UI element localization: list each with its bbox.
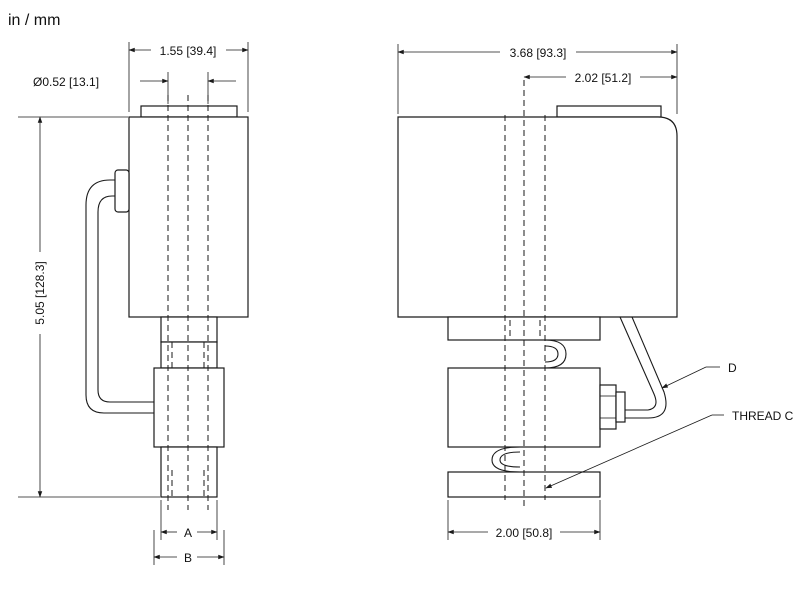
dim-offset-label: 2.02 [51.2]: [575, 71, 632, 85]
callout-d-label: D: [728, 361, 737, 375]
dim-width-label: 1.55 [39.4]: [160, 44, 217, 58]
front-conduit-inner: [97, 195, 154, 403]
front-conduit-outer: [85, 179, 154, 414]
front-stem-lower: [160, 341, 218, 369]
side-top-cap: [556, 105, 662, 118]
front-valve-body: [153, 367, 225, 448]
front-conduit-fitting: [114, 169, 130, 213]
units-label: in / mm: [8, 12, 61, 29]
callout-thread-label: THREAD C: [732, 409, 794, 423]
side-coil-housing: [397, 116, 678, 318]
side-hex-nut: [599, 384, 617, 430]
side-conduit-inner: [624, 316, 667, 419]
side-view: 3.68 [93.3] 2.02 [51.2] 2.00 [50.8] D TH…: [397, 44, 794, 540]
side-nut-washer: [615, 391, 626, 423]
front-stem-upper: [160, 316, 218, 343]
front-top-cap: [140, 105, 238, 118]
front-view: 1.55 [39.4] Ø0.52 [13.1] 5.05 [128.3] A …: [18, 42, 249, 565]
dim-bore-label: Ø0.52 [13.1]: [33, 75, 99, 89]
dim-total-depth-label: 3.68 [93.3]: [510, 46, 567, 60]
dim-height-label: 5.05 [128.3]: [33, 261, 47, 324]
side-conduit-outer: [619, 316, 657, 411]
front-bottom-port: [160, 446, 218, 498]
dim-b-label: B: [184, 551, 192, 565]
dim-a-label: A: [184, 526, 192, 540]
dim-base-label: 2.00 [50.8]: [496, 526, 553, 540]
